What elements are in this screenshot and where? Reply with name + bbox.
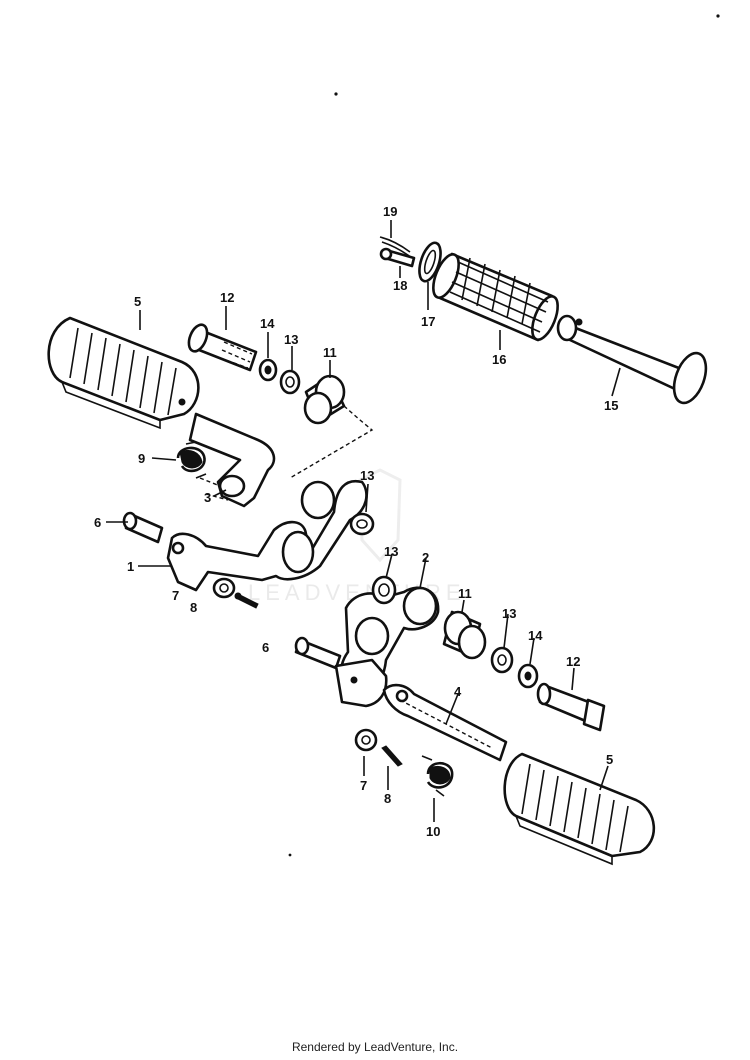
spring-right-10 bbox=[421, 755, 454, 797]
leader-line bbox=[289, 405, 374, 479]
callout-15: 15 bbox=[604, 398, 618, 413]
callout-left-9: 9 bbox=[138, 451, 145, 466]
bolt-right-12 bbox=[536, 682, 606, 732]
washer-left-13a bbox=[279, 369, 301, 395]
cotter-pin-19 bbox=[379, 236, 413, 259]
callout-right-5: 5 bbox=[606, 752, 613, 767]
callout-left-14: 14 bbox=[260, 316, 275, 331]
callout-left-6: 6 bbox=[94, 515, 101, 530]
callout-17: 17 bbox=[421, 314, 435, 329]
callout-right-2: 2 bbox=[422, 550, 429, 565]
callout-left-1: 1 bbox=[127, 559, 134, 574]
speck bbox=[334, 92, 338, 96]
cotter-left-8 bbox=[234, 592, 259, 609]
washer-left-13b bbox=[349, 512, 375, 536]
callout-left-5: 5 bbox=[134, 294, 141, 309]
pivot-block-right bbox=[334, 658, 388, 708]
callout-right-13b: 13 bbox=[502, 606, 516, 621]
callout-right-8: 8 bbox=[384, 791, 391, 806]
bush-right-11 bbox=[442, 610, 487, 660]
bush-left-11 bbox=[303, 374, 346, 425]
callout-left-12: 12 bbox=[220, 290, 234, 305]
callout-left-8: 8 bbox=[190, 600, 197, 615]
washer-right-13b bbox=[490, 646, 514, 674]
footrest-rubber-left-5 bbox=[47, 316, 200, 430]
footer-credit: Rendered by LeadVenture, Inc. bbox=[291, 1040, 459, 1054]
cotter-right-8 bbox=[381, 745, 403, 767]
callout-right-4: 4 bbox=[454, 684, 462, 699]
washer-right-13a bbox=[371, 575, 397, 605]
footrest-arm-right-4 bbox=[382, 683, 508, 762]
washer-left-14 bbox=[258, 358, 278, 382]
footrest-pivot-left-3 bbox=[188, 412, 276, 508]
washer-17 bbox=[418, 241, 442, 283]
callout-right-14: 14 bbox=[528, 628, 543, 643]
callout-labels: 19 18 17 16 15 5 12 14 13 11 9 3 6 1 7 8… bbox=[94, 204, 618, 839]
footrest-bracket-left-1 bbox=[166, 479, 368, 592]
callout-right-11: 11 bbox=[458, 586, 472, 601]
callout-19: 19 bbox=[383, 204, 397, 219]
callout-right-13a: 13 bbox=[384, 544, 398, 559]
callout-right-10: 10 bbox=[426, 824, 440, 839]
footrest-rubber-right-5 bbox=[503, 752, 656, 866]
speck bbox=[716, 14, 720, 18]
pin-right-6 bbox=[294, 636, 342, 670]
callout-left-3: 3 bbox=[204, 490, 211, 505]
washer-left-7 bbox=[212, 577, 236, 599]
washer-right-7 bbox=[354, 728, 378, 752]
callout-left-13a: 13 bbox=[284, 332, 298, 347]
bolt-left-12 bbox=[187, 323, 258, 372]
callout-right-12: 12 bbox=[566, 654, 580, 669]
callout-left-11: 11 bbox=[323, 345, 337, 360]
callout-left-13b: 13 bbox=[360, 468, 374, 483]
pin-18 bbox=[379, 247, 416, 268]
leader-lines bbox=[106, 220, 621, 822]
callout-18: 18 bbox=[393, 278, 407, 293]
washer-right-14 bbox=[517, 663, 539, 689]
spring-left-9 bbox=[176, 441, 207, 479]
callout-right-7: 7 bbox=[360, 778, 367, 793]
pillion-rubber-16 bbox=[432, 252, 559, 342]
callout-right-6: 6 bbox=[262, 640, 269, 655]
pillion-rod-15 bbox=[556, 314, 708, 405]
callout-left-7: 7 bbox=[172, 588, 179, 603]
callout-16: 16 bbox=[492, 352, 506, 367]
speck bbox=[288, 853, 292, 857]
pin-left-6 bbox=[122, 511, 164, 544]
